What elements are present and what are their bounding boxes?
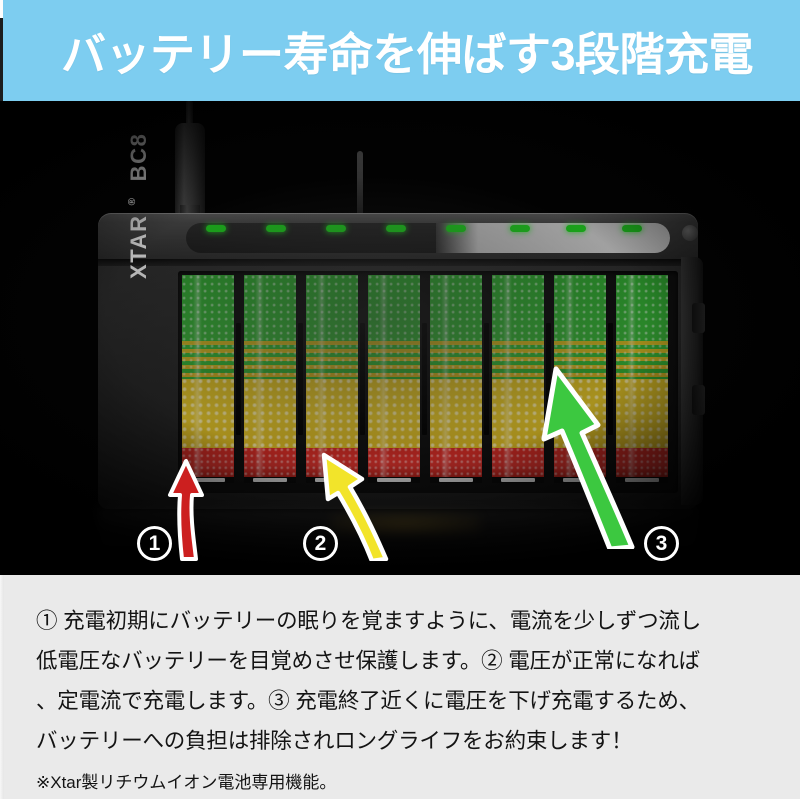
led-indicator-6 — [510, 225, 530, 232]
product-photo: XTAR ® BC8 — [0, 101, 800, 575]
led-indicator-5 — [446, 225, 466, 232]
description-line-4: バッテリーへの負担は排除されロングライフをお約束します！ — [36, 729, 633, 753]
cell-base — [430, 477, 482, 483]
charger-side-button-bottom — [692, 385, 705, 415]
power-cable-plug — [175, 123, 363, 231]
product-branding: XTAR ® BC8 — [122, 101, 156, 279]
model-name: BC8 — [126, 132, 151, 182]
description-line-2: 低電圧なバッテリーを目覚めさせ保護します。② 電圧が正常になれば — [36, 649, 700, 673]
charger-right-side — [681, 257, 705, 505]
description-line-1: ① 充電初期にバッテリーの眠りを覚ますように、電流を少しずつ流し — [36, 609, 702, 633]
bay-divider-1 — [236, 323, 241, 435]
led-indicator-2 — [266, 225, 286, 232]
battery-cell-5 — [430, 275, 482, 483]
charger-side-button-top — [692, 303, 705, 333]
led-indicator-8 — [622, 225, 642, 232]
registered-trademark-icon: ® — [126, 196, 138, 206]
stage-badge-2: 2 — [303, 526, 338, 561]
description-line-3: 、定電流で充電します。③ 充電終了近くに電圧を下げ充電するため、 — [36, 689, 700, 713]
stage-badge-3: 3 — [644, 526, 679, 561]
cell-contact — [439, 478, 473, 482]
page-title: バッテリー寿命を伸ばす3段階充電 — [60, 29, 754, 80]
arrow-stage-2 — [321, 452, 389, 561]
stage-badge-1: 1 — [137, 526, 172, 561]
bay-divider-5 — [484, 323, 489, 435]
header-banner: バッテリー寿命を伸ばす3段階充電 — [0, 0, 800, 101]
charger-top-panel — [98, 213, 698, 263]
battery-cell-2 — [244, 275, 296, 483]
led-indicator-1 — [206, 225, 226, 232]
charger-top-screw — [682, 225, 698, 241]
header-left-edge-light — [0, 0, 3, 18]
cell-transition-zone — [306, 337, 358, 384]
led-indicator-3 — [326, 225, 346, 232]
cell-red-zone — [244, 447, 296, 477]
cell-yellow-zone — [430, 379, 482, 454]
cell-base — [244, 477, 296, 483]
body-left-edge — [0, 575, 4, 799]
header-left-edge-dark — [0, 18, 3, 101]
description-block: ① 充電初期にバッテリーの眠りを覚ますように、電流を少しずつ流し 低電圧なバッテ… — [0, 575, 800, 799]
arrow-stage-1 — [168, 459, 204, 561]
charger-front-lip — [98, 259, 698, 266]
cell-transition-zone — [368, 337, 420, 384]
cell-transition-zone — [430, 337, 482, 384]
brand-name: XTAR — [126, 214, 151, 279]
cell-transition-zone — [182, 337, 234, 384]
footnote: ※Xtar製リチウムイオン電池専用機能。 — [36, 773, 337, 792]
cell-yellow-zone — [244, 379, 296, 454]
arrow-stage-3 — [541, 366, 635, 549]
led-indicator-7 — [566, 225, 586, 232]
cell-red-zone — [430, 447, 482, 477]
bay-divider-4 — [422, 323, 427, 435]
cell-transition-zone — [244, 337, 296, 384]
led-indicator-4 — [386, 225, 406, 232]
cell-contact — [253, 478, 287, 482]
